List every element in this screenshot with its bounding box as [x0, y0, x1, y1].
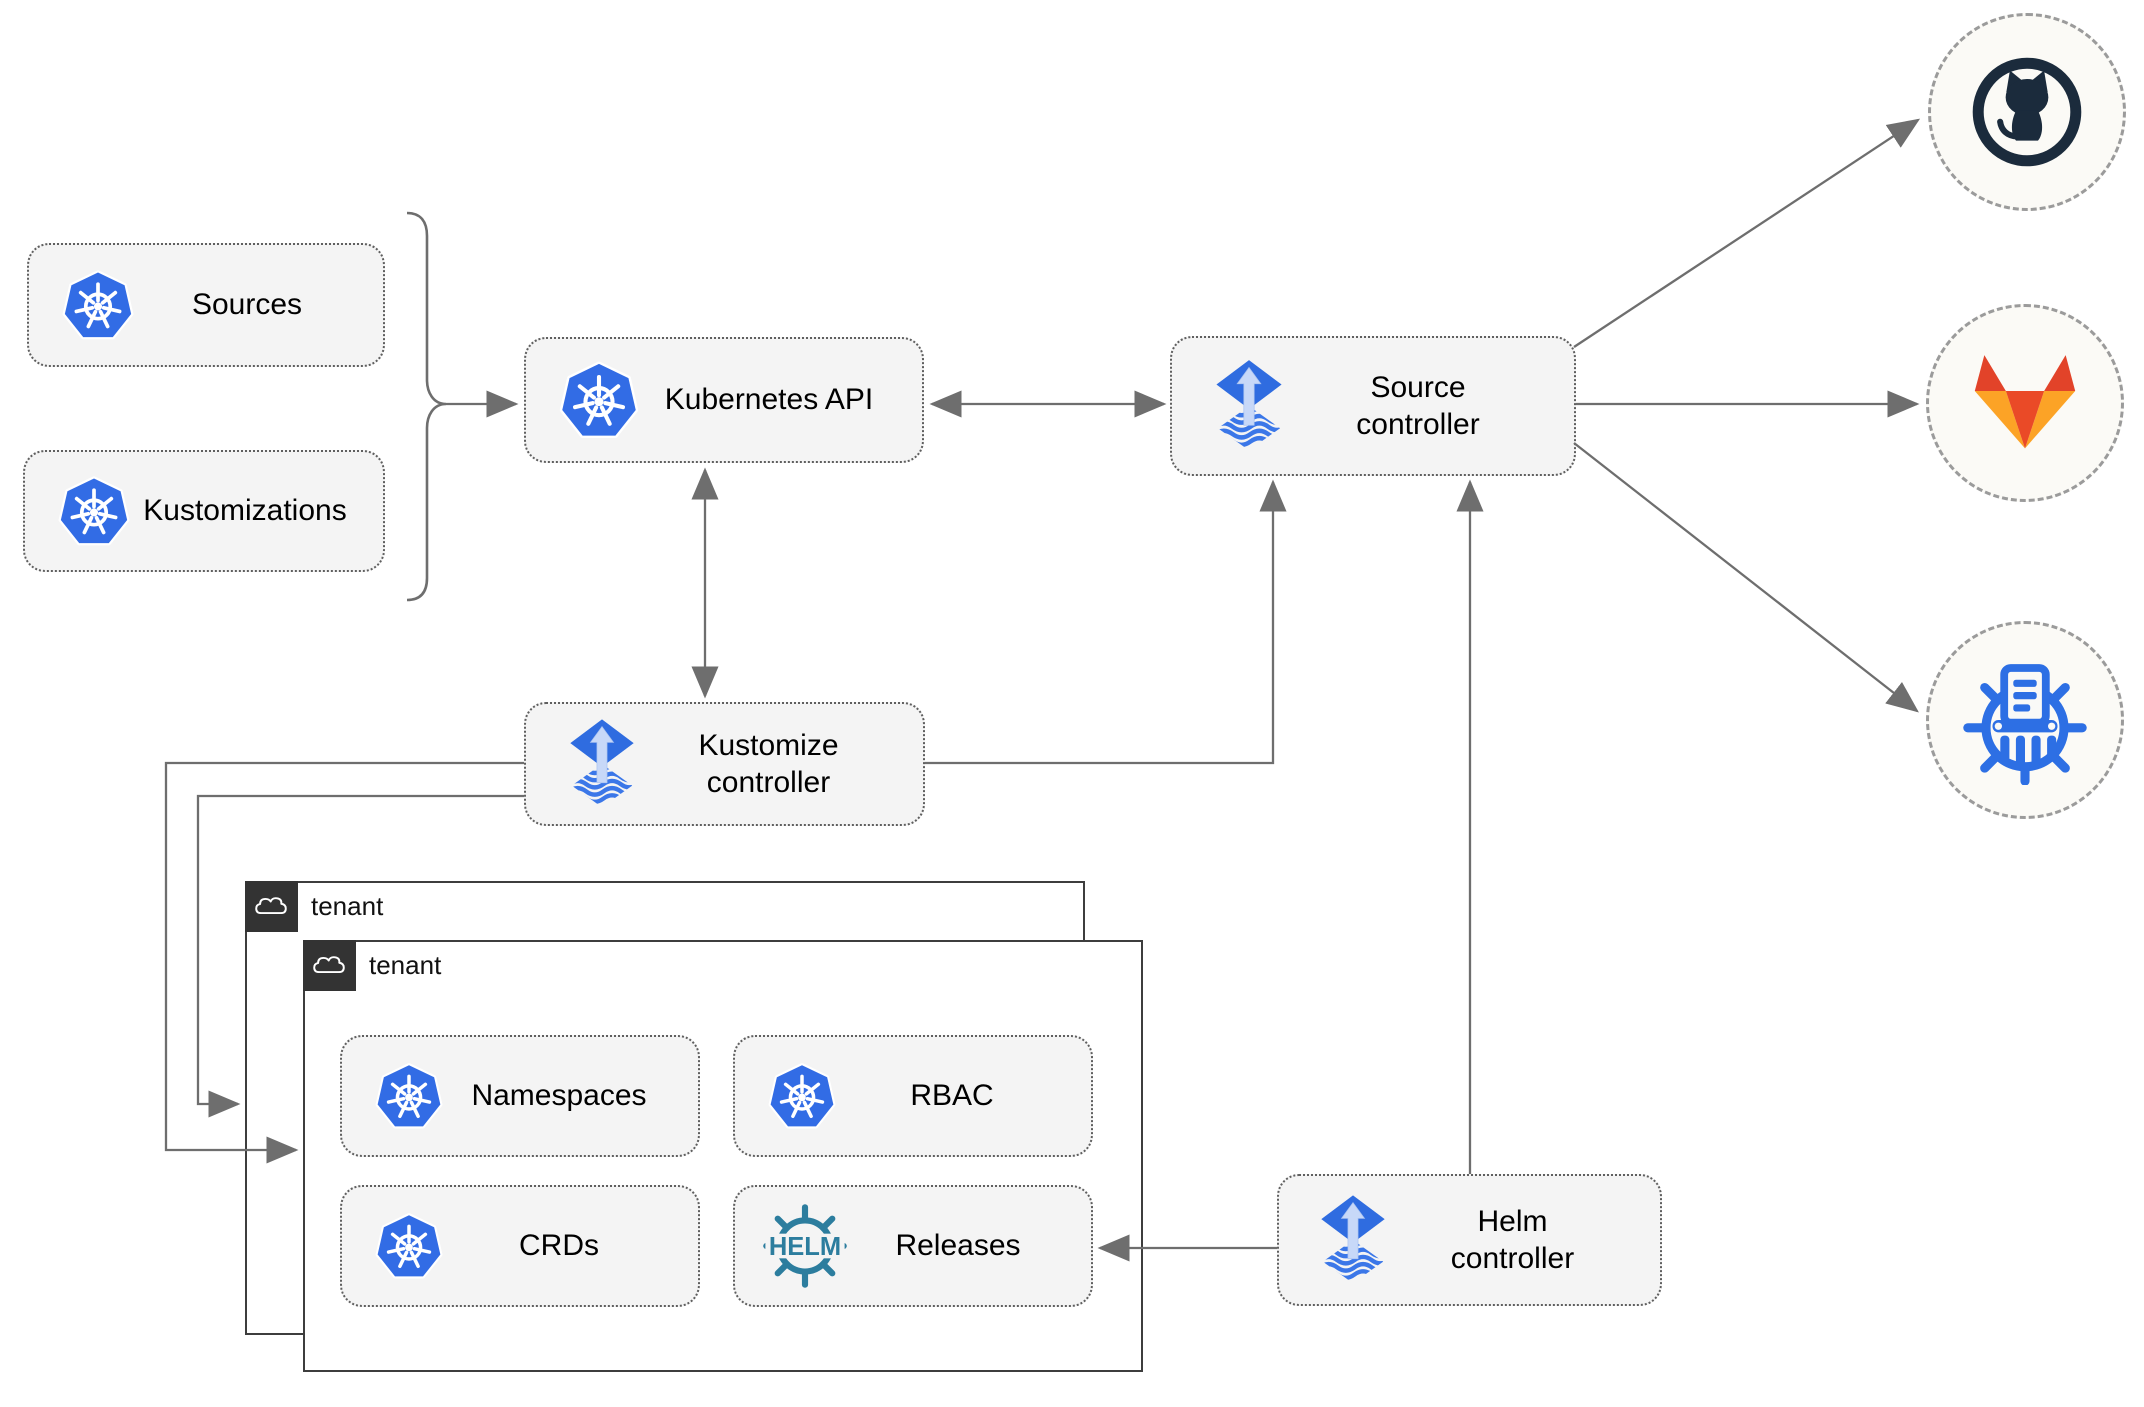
node-releases-label: Releases [895, 1229, 1021, 1263]
arrow-kustomize-controller-to-source-controller [925, 479, 1287, 765]
tenant-inner-label: tenant [369, 949, 442, 980]
node-kustomize-controller: Kustomize controller [524, 702, 925, 826]
flux-icon [1212, 360, 1286, 452]
node-helm-controller: Helm controller [1277, 1174, 1662, 1306]
node-rbac: RBAC [733, 1035, 1093, 1157]
tenant-outer-tab [244, 880, 298, 932]
arrow-source-controller-to-helm-repository [1573, 442, 1919, 713]
node-kubernetes-api-label: Kubernetes API [664, 383, 874, 417]
tenant-outer-label: tenant [311, 890, 384, 921]
node-helm-controller-label: Helm controller [1450, 1204, 1575, 1276]
node-sources: Sources [27, 243, 385, 367]
flux-icon [566, 719, 638, 809]
external-target-github [1928, 13, 2126, 211]
helm-wheel-icon: HELM [763, 1204, 847, 1288]
kubernetes-icon [61, 268, 135, 342]
node-kubernetes-api: Kubernetes API [524, 337, 924, 463]
cloud-icon [311, 952, 347, 978]
external-target-helm-repository [1926, 621, 2124, 819]
kubernetes-icon [767, 1061, 837, 1131]
node-namespaces-label: Namespaces [471, 1079, 647, 1113]
node-kustomizations: Kustomizations [23, 450, 385, 572]
helm-logo-text: HELM [769, 1233, 841, 1261]
node-namespaces: Namespaces [340, 1035, 700, 1157]
node-kustomizations-label: Kustomizations [143, 494, 347, 528]
node-source-controller-label: Source controller [1356, 370, 1480, 442]
node-crds: CRDs [340, 1185, 700, 1307]
kubernetes-icon [374, 1061, 444, 1131]
external-target-gitlab [1926, 304, 2124, 502]
kubernetes-icon [57, 474, 131, 548]
arrow-source-controller-to-github [1573, 118, 1921, 348]
node-crds-label: CRDs [519, 1229, 599, 1263]
flux-icon [1317, 1195, 1389, 1285]
brace-sources-group [406, 211, 447, 602]
github-icon [1966, 51, 2088, 173]
tenant-inner-tab [302, 939, 356, 991]
kubernetes-icon [374, 1211, 444, 1281]
gitlab-icon [1965, 348, 2085, 458]
node-rbac-label: RBAC [910, 1079, 994, 1113]
node-sources-label: Sources [191, 288, 303, 322]
helm-repository-icon [1960, 655, 2090, 785]
node-releases: HELM Releases [733, 1185, 1093, 1307]
node-kustomize-controller-label: Kustomize controller [698, 728, 839, 800]
node-source-controller: Source controller [1170, 336, 1576, 476]
kubernetes-icon [558, 359, 640, 441]
cloud-icon [253, 893, 289, 919]
